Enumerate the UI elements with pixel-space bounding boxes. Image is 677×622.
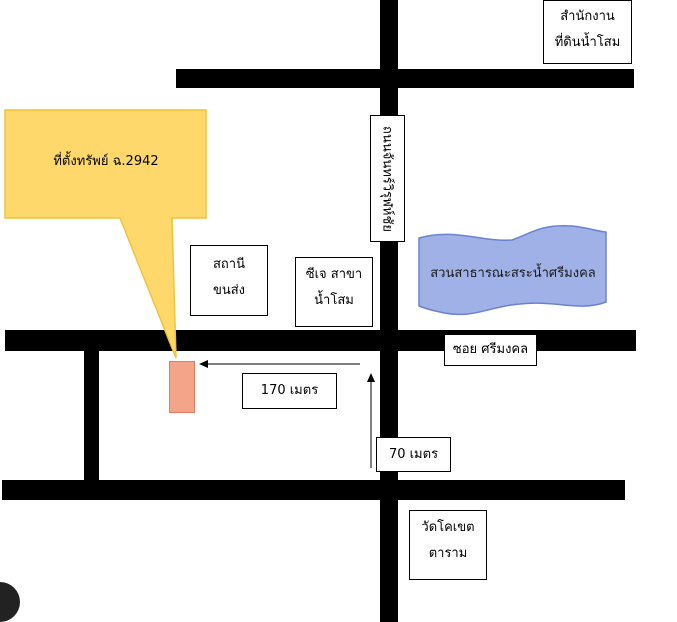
station-line-1: สถานี (213, 257, 245, 272)
distance-horizontal-text: 170 เมตร (260, 383, 319, 398)
cj-line-2: น้ำโสม (314, 293, 354, 308)
distance-horizontal-label: 170 เมตร (242, 373, 337, 409)
park-banner (418, 225, 607, 316)
landmark-land-office: สำนักงาน ที่ดินน้ำโสม (543, 0, 632, 64)
landmark-transport-station: สถานี ขนส่ง (190, 245, 268, 316)
station-line-2: ขนส่ง (212, 283, 246, 298)
main-road-label: ถนนจันทร์วิรุฬห์ชัย (370, 115, 405, 242)
corner-round-button[interactable] (0, 582, 20, 622)
temple-line-1: วัดโคเขต (421, 520, 475, 535)
distance-vertical-label: 70 เมตร (376, 437, 451, 472)
road-bottom-horizontal (2, 480, 625, 500)
road-top-horizontal (176, 69, 634, 88)
land-office-line-2: ที่ดินน้ำโสม (554, 35, 621, 50)
cj-line-1: ซีเจ สาขา (305, 267, 363, 282)
distance-vertical-text: 70 เมตร (388, 447, 439, 462)
land-office-line-1: สำนักงาน (560, 9, 615, 24)
soi-label: ซอย ศรีมงคล (444, 334, 537, 366)
soi-name: ซอย ศรีมงคล (452, 342, 529, 357)
property-marker (169, 361, 195, 413)
temple-line-2: ตาราม (428, 546, 468, 561)
callout-label: ที่ตั้งทรัพย์ ฉ.2942 (53, 154, 159, 169)
road-left-vertical (84, 349, 99, 482)
landmark-cj-store: ซีเจ สาขา น้ำโสม (295, 257, 373, 327)
vertical-arrowhead (367, 373, 375, 382)
callout-shape (4, 109, 207, 359)
park-label: สวนสาธารณะสระน้ำศรีมงคล (430, 266, 596, 281)
horizontal-arrowhead (199, 360, 208, 368)
landmark-temple: วัดโคเขต ตาราม (409, 510, 487, 580)
